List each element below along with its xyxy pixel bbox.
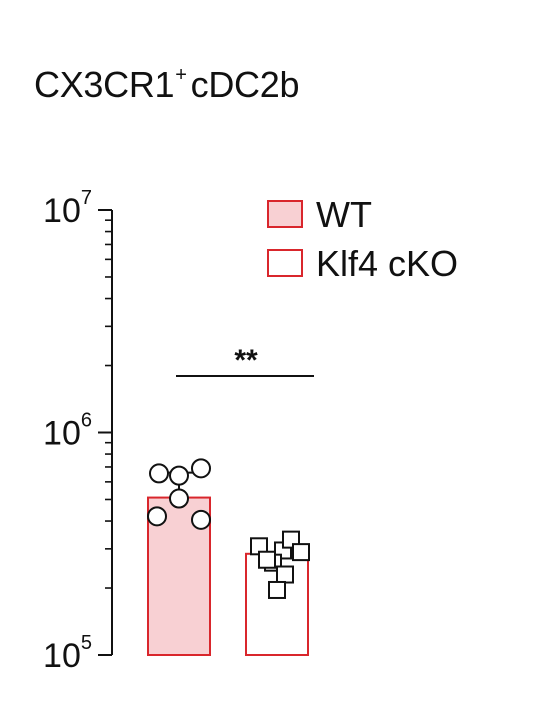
data-point-circle (149, 463, 169, 484)
title-main: CX3CR1 (34, 64, 175, 105)
legend-label-wt: WT (316, 194, 372, 235)
data-point-square (292, 543, 310, 562)
data-point-square (276, 565, 294, 584)
y-tick-label: 106 (43, 410, 92, 453)
chart-title: CX3CR1+cDC2b (34, 64, 299, 106)
data-point-circle (147, 506, 167, 527)
data-point-circle (191, 509, 211, 530)
data-point-circle (169, 488, 189, 509)
legend-swatch-klf4-cko (267, 249, 303, 277)
significance-label: ** (234, 344, 258, 377)
data-point-circle (191, 458, 211, 479)
legend-swatch-wt (267, 200, 303, 228)
y-tick-label: 105 (43, 632, 92, 675)
title-superscript: + (175, 64, 187, 86)
data-point-square (258, 550, 276, 569)
y-tick-label: 107 (43, 187, 92, 230)
title-suffix: cDC2b (190, 64, 300, 105)
legend-label-klf4-cko: Klf4 cKO (316, 243, 458, 284)
data-point-square (268, 580, 286, 599)
data-point-circle (169, 465, 189, 486)
